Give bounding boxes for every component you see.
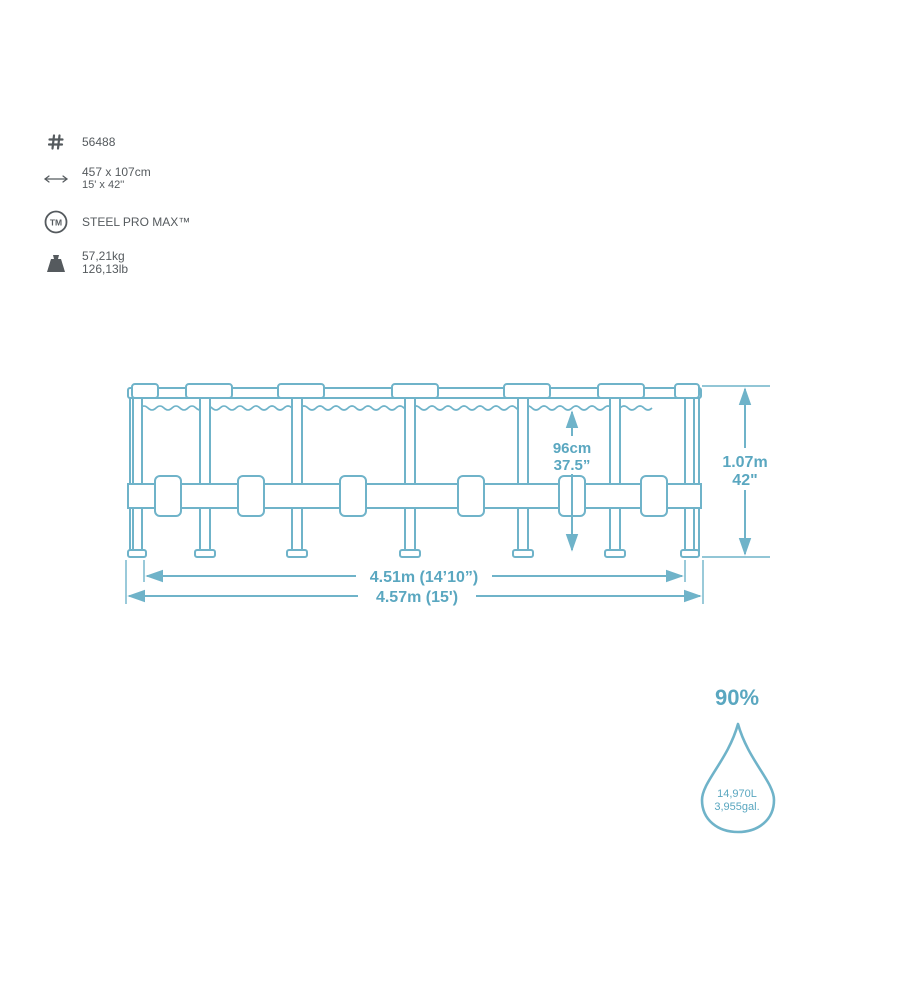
double-arrow-icon [40, 174, 72, 184]
fill-liters: 14,970L [717, 788, 757, 800]
hash-icon [40, 134, 72, 150]
size-metric: 457 x 107cm [82, 165, 151, 179]
weight-metric: 57,21kg [82, 249, 125, 263]
weight-imperial: 126,13lb [82, 262, 129, 276]
water-depth-metric: 96cm [553, 440, 591, 457]
trademark-icon-text: TM [50, 217, 62, 227]
water-depth-imperial: 37.5” [554, 457, 591, 474]
outer-width-label: 4.57m (15') [376, 589, 458, 606]
wall-height-imperial: 42" [732, 472, 757, 489]
size-imperial: 15' x 42'' [82, 179, 125, 191]
fill-percent: 90% [715, 685, 759, 710]
wall-height-metric: 1.07m [722, 454, 767, 471]
spec-model: 56488 [40, 134, 115, 150]
top-rail-connectors [131, 383, 700, 399]
water-surface [139, 405, 653, 411]
model-number: 56488 [82, 134, 116, 149]
spec-size: 457 x 107cm 15' x 42'' [40, 166, 151, 192]
weight-icon [40, 253, 72, 273]
leg-feet [127, 549, 700, 558]
inner-width-label: 4.51m (14’10”) [370, 569, 479, 586]
frame-legs [132, 397, 695, 557]
middle-belt [127, 483, 702, 509]
spec-frame: TM STEEL PRO MAX™ [40, 210, 190, 234]
water-drop-icon [700, 722, 776, 834]
spec-weight: 57,21kg 126,13lb [40, 250, 128, 276]
frame-name: STEEL PRO MAX™ [82, 214, 191, 229]
trademark-icon: TM [40, 210, 72, 234]
fill-gallons: 3,955gal. [714, 801, 759, 813]
